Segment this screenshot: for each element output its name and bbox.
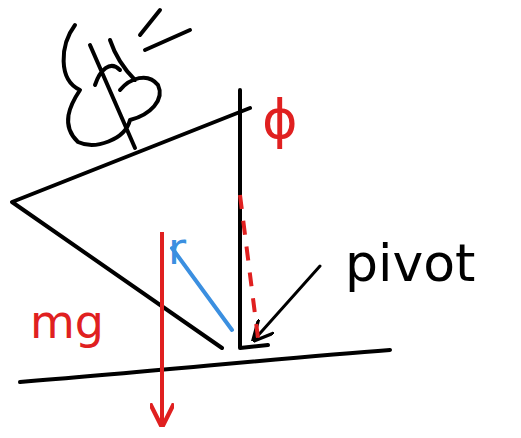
- ground-line: [20, 350, 390, 382]
- weight-label: mg: [30, 298, 104, 346]
- weight-arrow: [160, 232, 164, 425]
- angle-symbol: ϕ: [262, 92, 298, 149]
- radius-label: r: [168, 226, 186, 272]
- triangle-body: [12, 108, 250, 348]
- pivot-label: pivot: [345, 236, 475, 291]
- person-figure: [64, 10, 190, 148]
- angle-reference-line: [240, 195, 258, 338]
- pivot-arrow: [254, 266, 320, 340]
